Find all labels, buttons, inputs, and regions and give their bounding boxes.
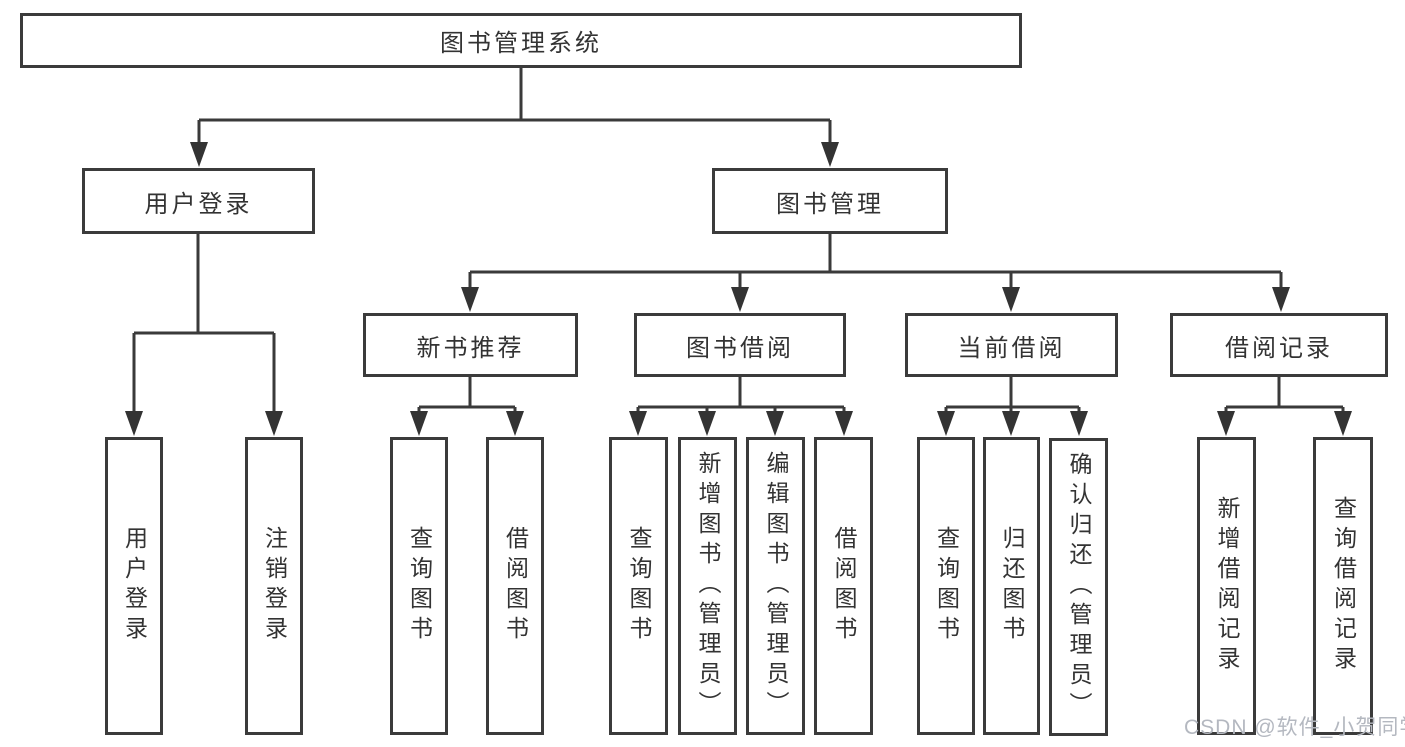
leaf-confirm-return-admin: 确认归还（管理员）	[1049, 438, 1108, 736]
node-current-borrow: 当前借阅	[905, 313, 1118, 377]
node-new-book-recommend: 新书推荐	[363, 313, 578, 377]
leaf-add-borrow-record-label: 新增借阅记录	[1214, 496, 1240, 676]
node-borrow-records-label: 借阅记录	[1225, 334, 1333, 362]
arrowhead-icon	[125, 411, 143, 436]
connector-root-to-level1	[190, 68, 839, 167]
leaf-borrow-books-recommend: 借阅图书	[486, 437, 544, 735]
leaf-query-borrow-record: 查询借阅记录	[1313, 437, 1373, 735]
node-user-login: 用户登录	[82, 168, 315, 234]
node-current-borrow-label: 当前借阅	[957, 334, 1066, 362]
leaf-add-borrow-record: 新增借阅记录	[1197, 437, 1256, 735]
connector-current-borrow-to-leaves	[937, 377, 1088, 436]
connector-user-login-to-leaves	[125, 234, 283, 436]
node-new-book-recommend-label: 新书推荐	[416, 334, 525, 362]
arrowhead-icon	[410, 411, 428, 436]
arrowhead-icon	[731, 287, 749, 312]
arrowhead-icon	[629, 411, 647, 436]
leaf-query-books-current-label: 查询图书	[933, 526, 960, 646]
arrowhead-icon	[190, 142, 208, 167]
leaf-borrow-books-label: 借阅图书	[831, 526, 857, 646]
arrowhead-icon	[506, 411, 524, 436]
leaf-add-books-admin-label: 新增图书（管理员）	[695, 451, 721, 721]
connector-borrow-records-to-leaves	[1217, 377, 1352, 436]
leaf-return-books-label: 归还图书	[999, 526, 1025, 646]
connector-book-borrow-to-leaves	[629, 377, 853, 436]
arrowhead-icon	[1002, 411, 1020, 436]
arrowhead-icon	[265, 411, 283, 436]
leaf-borrow-books-recommend-label: 借阅图书	[502, 526, 529, 646]
leaf-return-books: 归还图书	[983, 437, 1040, 735]
leaf-user-login-label: 用户登录	[121, 526, 148, 646]
leaf-query-books-borrow: 查询图书	[609, 437, 668, 735]
arrowhead-icon	[937, 411, 955, 436]
leaf-confirm-return-admin-label: 确认归还（管理员）	[1066, 452, 1092, 722]
leaf-query-books-current: 查询图书	[917, 437, 975, 735]
arrowhead-icon	[766, 411, 784, 436]
leaf-query-books-recommend: 查询图书	[390, 437, 448, 735]
node-book-management-label: 图书管理	[776, 190, 884, 218]
leaf-borrow-books: 借阅图书	[814, 437, 873, 735]
csdn-watermark: CSDN @软件_小贺同学	[1184, 716, 1405, 739]
leaf-query-borrow-record-label: 查询借阅记录	[1330, 496, 1357, 676]
node-book-management: 图书管理	[712, 168, 948, 234]
connector-new-book-recommend-to-leaves	[410, 377, 524, 436]
leaf-user-login: 用户登录	[105, 437, 163, 735]
node-user-login-label: 用户登录	[144, 190, 253, 218]
connector-book-management-to-level2	[461, 234, 1290, 312]
leaf-logout: 注销登录	[245, 437, 303, 735]
arrowhead-icon	[1070, 411, 1088, 436]
arrowhead-icon	[1272, 287, 1290, 312]
node-borrow-records: 借阅记录	[1170, 313, 1388, 377]
node-root: 图书管理系统	[20, 13, 1022, 68]
arrowhead-icon	[1217, 411, 1235, 436]
leaf-query-books-borrow-label: 查询图书	[626, 526, 652, 646]
leaf-add-books-admin: 新增图书（管理员）	[678, 437, 737, 735]
node-book-borrow: 图书借阅	[634, 313, 846, 377]
leaf-logout-label: 注销登录	[261, 526, 288, 646]
arrowhead-icon	[1002, 287, 1020, 312]
arrowhead-icon	[1334, 411, 1352, 436]
leaf-edit-books-admin: 编辑图书（管理员）	[746, 437, 805, 735]
arrowhead-icon	[698, 411, 716, 436]
arrowhead-icon	[461, 287, 479, 312]
leaf-query-books-recommend-label: 查询图书	[406, 526, 433, 646]
node-book-borrow-label: 图书借阅	[686, 334, 794, 362]
node-root-label: 图书管理系统	[440, 30, 602, 57]
arrowhead-icon	[821, 142, 839, 167]
arrowhead-icon	[835, 411, 853, 436]
leaf-edit-books-admin-label: 编辑图书（管理员）	[763, 451, 789, 721]
